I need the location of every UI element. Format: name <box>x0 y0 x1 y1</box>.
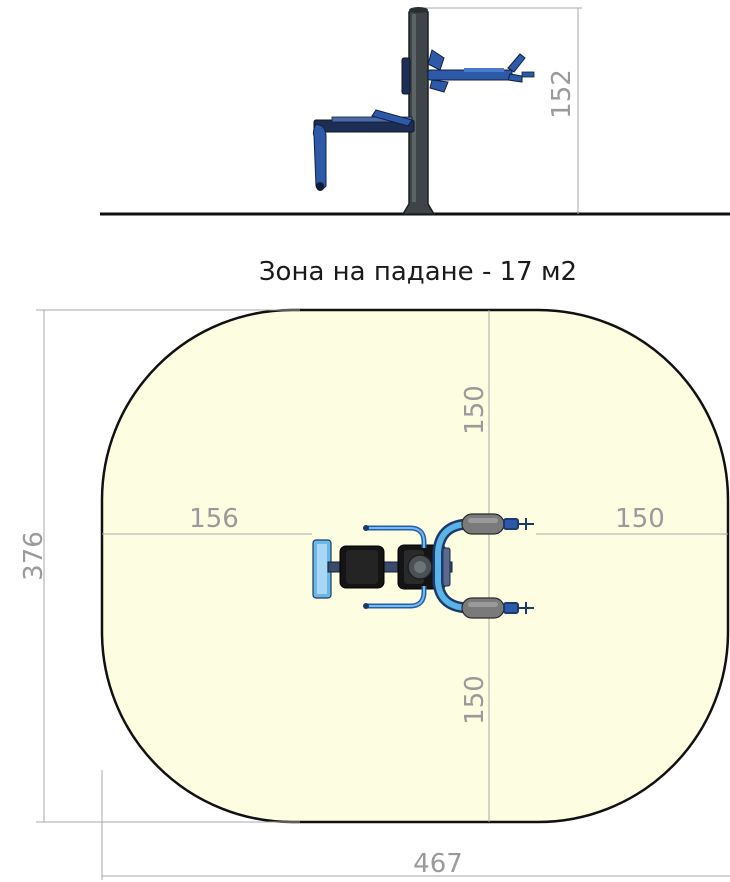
fall-zone-title: Зона на падане - 17 м2 <box>259 257 577 287</box>
plan-dimension-lines <box>36 309 730 880</box>
height-dimension-label: 152 <box>547 69 577 119</box>
bench-assembly <box>312 109 415 191</box>
bottom-distance-label: 150 <box>460 675 490 725</box>
plan-view: 376 467 156 150 150 150 <box>19 308 730 880</box>
total-width-label: 467 <box>413 849 463 879</box>
left-distance-label: 156 <box>189 504 239 534</box>
post <box>401 7 436 215</box>
height-dimension <box>420 7 582 214</box>
total-depth-label: 376 <box>19 531 49 581</box>
right-distance-label: 150 <box>615 504 665 534</box>
equipment-top-view <box>312 513 534 619</box>
lever-arm-assembly <box>401 49 535 95</box>
side-view: 152 <box>100 7 730 216</box>
top-distance-label: 150 <box>460 385 490 435</box>
